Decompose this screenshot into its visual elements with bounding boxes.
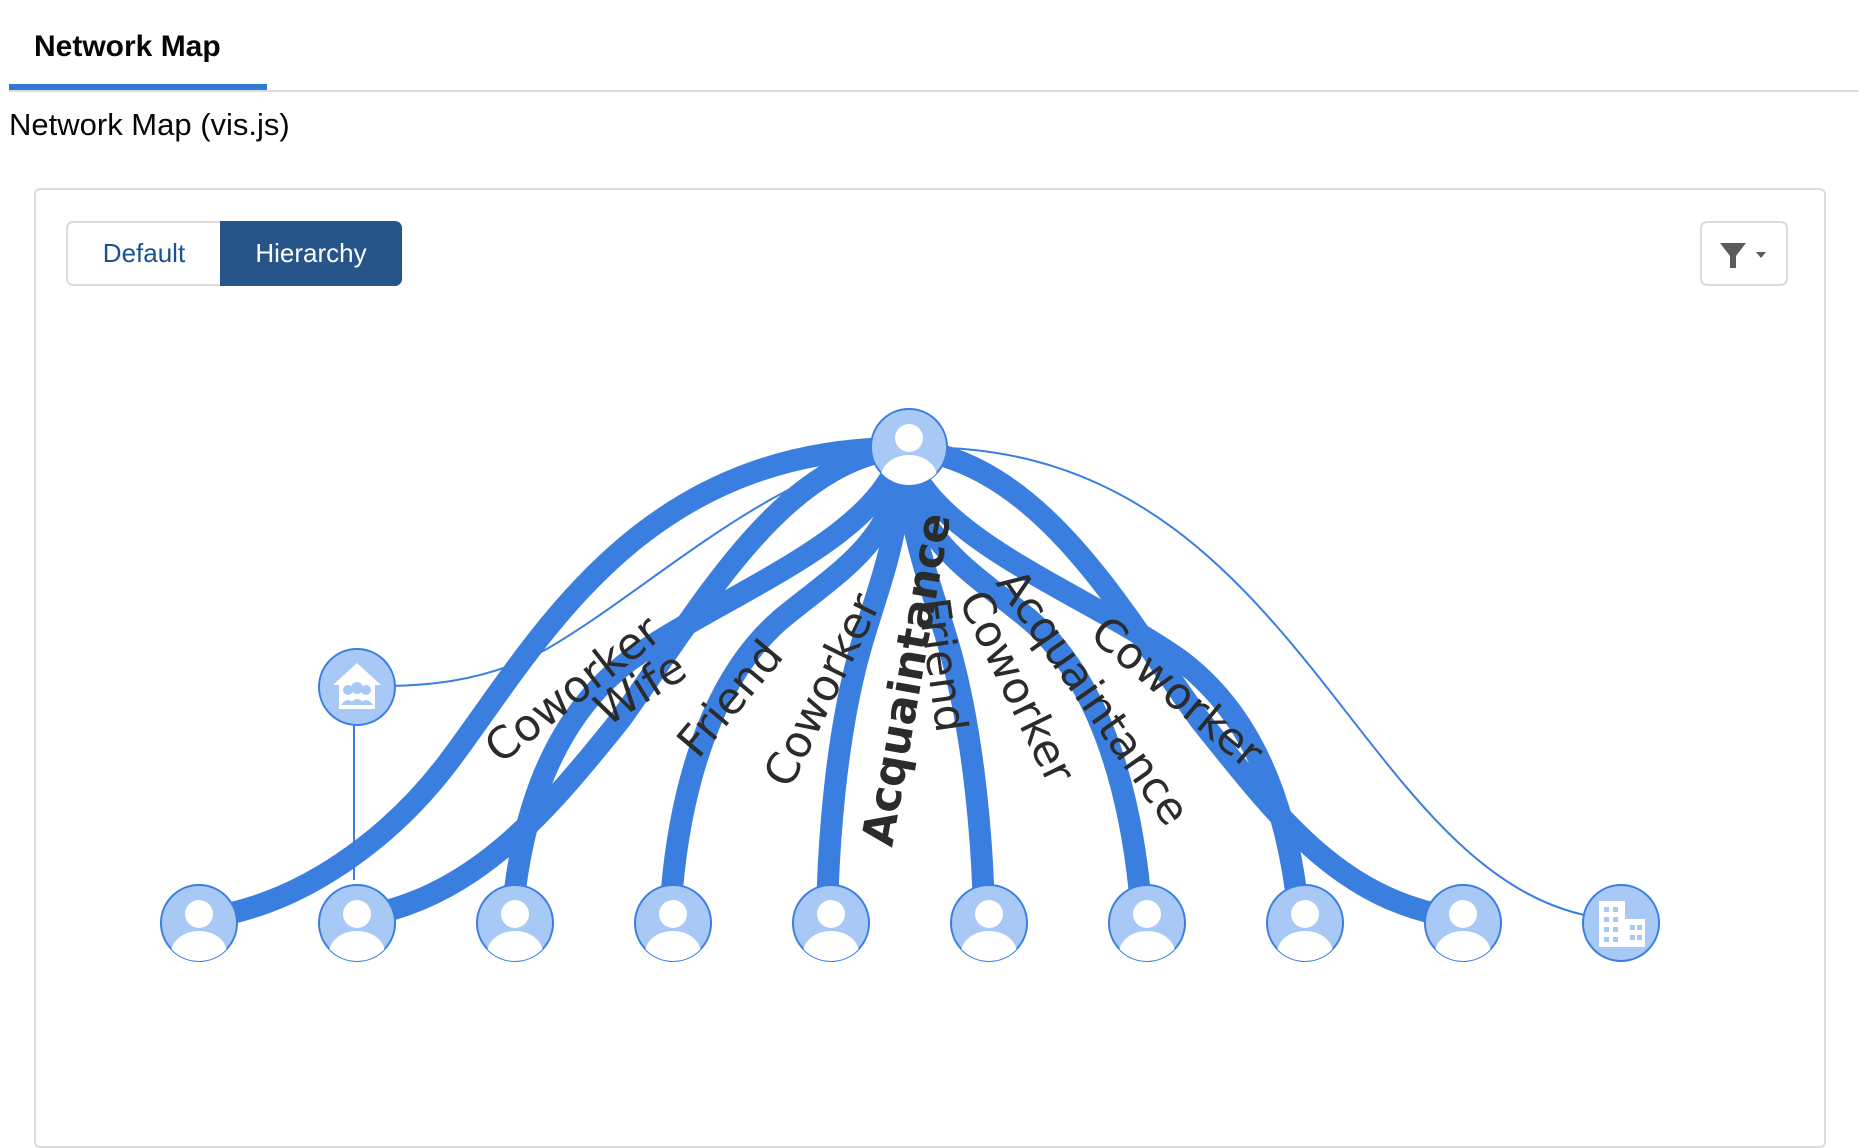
building-icon	[1599, 901, 1645, 947]
person-icon	[171, 900, 227, 961]
node-contact-9[interactable]	[1424, 884, 1502, 975]
node-contact-4[interactable]	[634, 884, 712, 975]
person-icon	[803, 900, 859, 961]
node-contact-3[interactable]	[476, 884, 554, 975]
page-subtitle: Network Map (vis.js)	[9, 107, 290, 142]
node-contact-7[interactable]	[1108, 884, 1186, 975]
tab-network-map[interactable]: Network Map	[9, 0, 267, 90]
node-root[interactable]	[870, 408, 948, 499]
caret-down-icon	[1756, 252, 1766, 258]
node-household[interactable]	[318, 648, 396, 726]
person-icon	[1277, 900, 1333, 961]
view-hierarchy-button[interactable]: Hierarchy	[220, 221, 402, 286]
edge-root-contact-7	[892, 437, 1153, 929]
node-contact-6[interactable]	[950, 884, 1028, 975]
node-contact-8[interactable]	[1266, 884, 1344, 975]
node-account[interactable]	[1582, 884, 1660, 962]
node-contact-1[interactable]	[160, 884, 238, 975]
tab-bar: Network Map	[9, 0, 1859, 92]
filter-button[interactable]	[1700, 221, 1788, 286]
person-icon	[645, 900, 701, 961]
node-contact-5[interactable]	[792, 884, 870, 975]
person-icon	[1119, 900, 1175, 961]
person-icon	[1435, 900, 1491, 961]
tab-label: Network Map	[34, 30, 221, 63]
edge-root-contact-9	[892, 437, 1468, 929]
edge-root-account	[902, 446, 1601, 919]
view-toggle: Default Hierarchy	[66, 221, 402, 286]
person-icon	[329, 900, 385, 961]
filter-button-graphic	[1720, 243, 1766, 268]
edge-root-contact-3	[501, 437, 914, 929]
edge-root-contact-4	[659, 437, 914, 929]
view-default-button[interactable]: Default	[66, 221, 220, 286]
network-map-canvas[interactable]: Coworker Wife Friend Coworker Acquaintan…	[0, 0, 1867, 1125]
edge-root-contact-6	[892, 437, 995, 929]
filter-icon	[1720, 243, 1746, 268]
household-icon	[333, 663, 381, 709]
person-icon	[487, 900, 543, 961]
node-contact-2[interactable]	[318, 884, 396, 975]
edge-root-contact-5	[816, 437, 914, 929]
person-icon	[881, 424, 937, 485]
edge-root-contact-1	[194, 437, 914, 929]
edge-root-contact-2	[343, 437, 914, 929]
person-icon	[961, 900, 1017, 961]
